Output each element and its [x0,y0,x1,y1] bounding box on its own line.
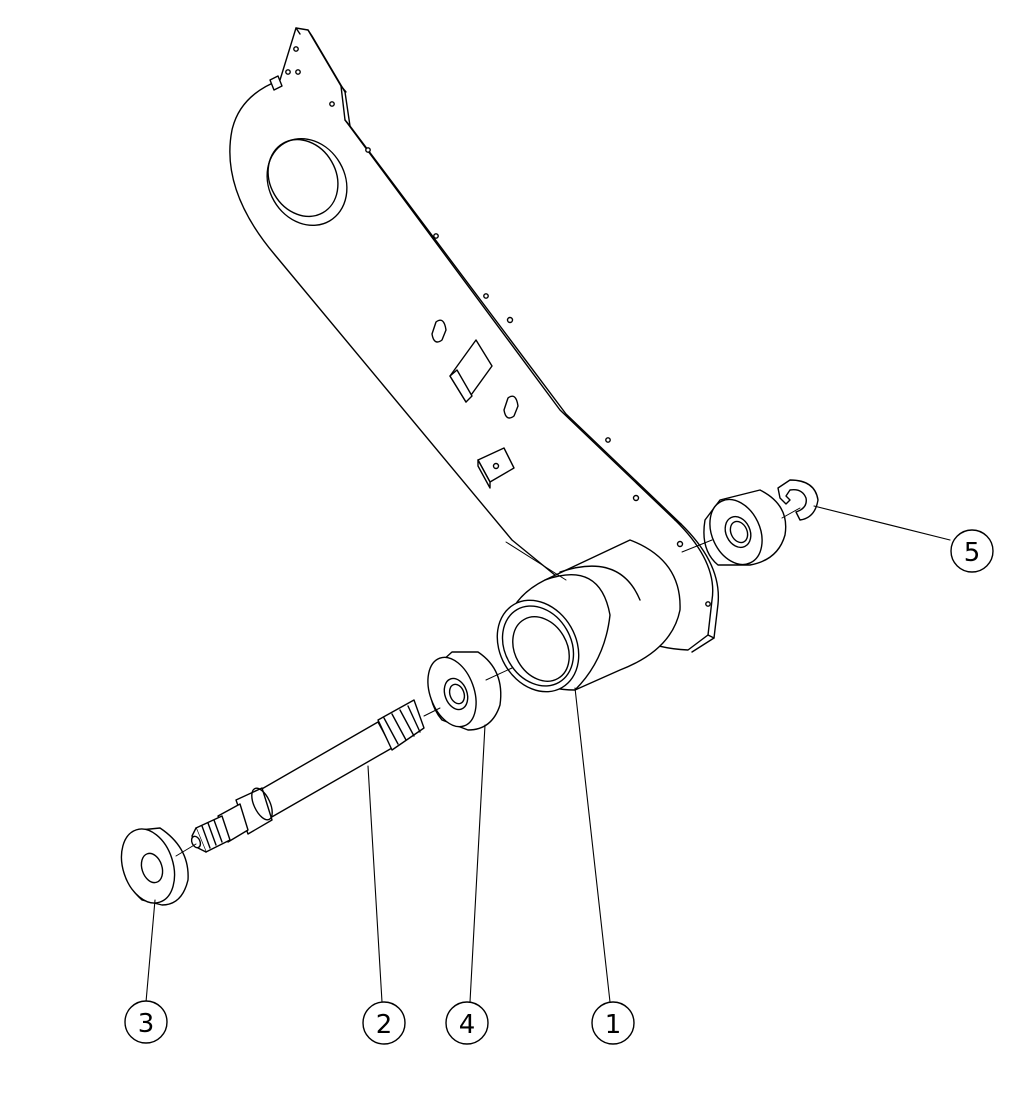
part-2-shaft [190,700,424,852]
callout-1-label: 1 [605,1010,622,1040]
part-5-circlip [778,480,818,520]
arm-plate [230,28,719,652]
callout-5-label: 5 [964,538,981,568]
bearing-upper [700,490,786,573]
part-3-washer [112,822,188,910]
part-4-bearing [419,651,501,734]
callout-balloons: 1 2 3 4 5 [125,530,993,1044]
assembly-axis-lines [176,508,800,856]
callout-1: 1 [592,1002,634,1044]
callout-3-label: 3 [138,1009,155,1039]
callout-4-label: 4 [459,1010,476,1040]
callout-3: 3 [125,1001,167,1043]
part-1-housing [481,540,680,707]
callout-5: 5 [951,530,993,572]
callout-2-label: 2 [376,1010,393,1040]
callout-4: 4 [446,1002,488,1044]
callout-2: 2 [363,1002,405,1044]
leader-lines [146,506,950,1002]
